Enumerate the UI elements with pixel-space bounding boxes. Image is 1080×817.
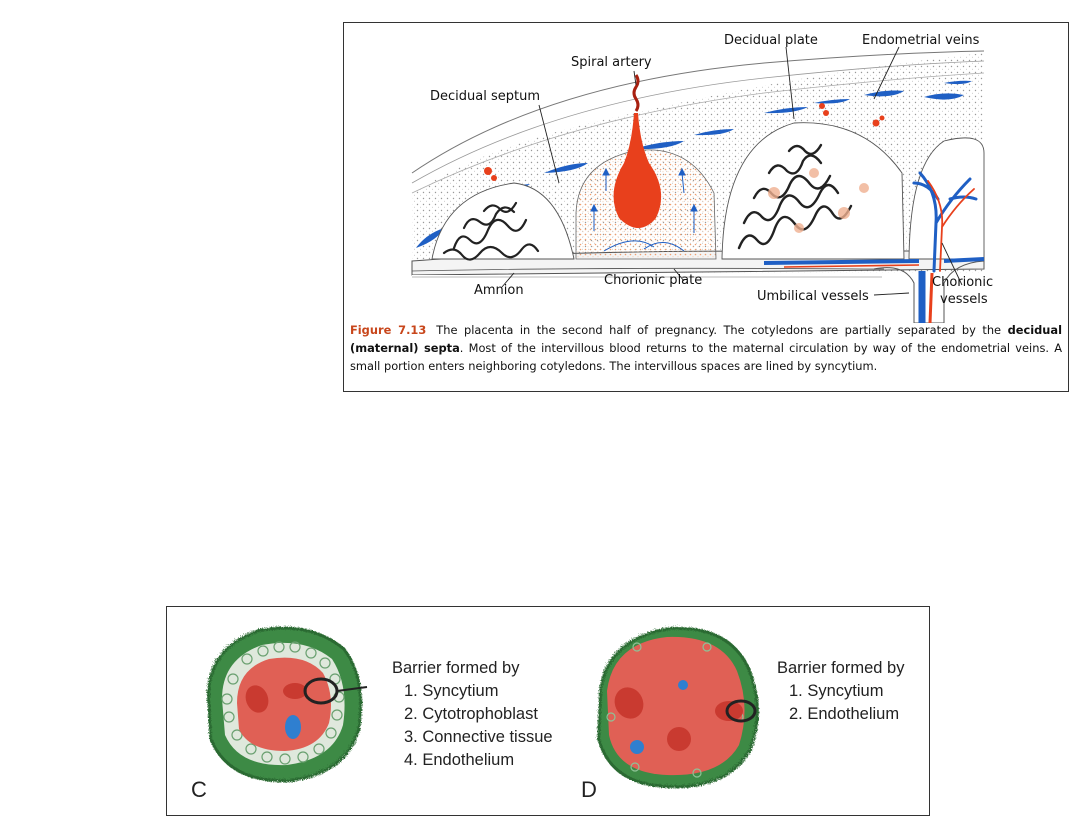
cotyledon-right: [721, 122, 905, 260]
villus-c: [205, 624, 368, 781]
barrier-item-d-2: 2. Endothelium: [789, 705, 900, 723]
panel-letter-d: D: [581, 777, 597, 802]
label-amnion: Amnion: [474, 283, 524, 298]
label-decidual-septum: Decidual septum: [430, 89, 540, 104]
flow-arrows: [590, 167, 698, 252]
umbilical-cord-outline: [873, 260, 985, 323]
umbilical-artery: [928, 272, 934, 323]
barrier-item-c-4: 4. Endothelium: [404, 751, 515, 769]
label-endometrial-veins: Endometrial veins: [862, 33, 980, 48]
panel-letter-c: C: [191, 777, 207, 802]
villus-cross-sections: [205, 624, 757, 787]
label-spiral-artery: Spiral artery: [571, 55, 652, 70]
barrier-title-c: Barrier formed by: [392, 659, 520, 677]
caption-bold1: decidual (maternal) septa: [350, 323, 1062, 355]
barrier-indicator-d: [725, 699, 757, 723]
placenta-illustration: [411, 46, 985, 323]
label-chorionic-vessels-1: Chorionic: [932, 275, 994, 290]
decidual-arteries: [484, 103, 885, 181]
amnion-layer: [412, 275, 882, 279]
barrier-list-d: Barrier formed by 1. Syncytium 2. Endoth…: [777, 657, 904, 726]
barrier-title-d: Barrier formed by: [777, 659, 905, 677]
caption-part1: The placenta in the second half of pregn…: [436, 323, 1002, 337]
barrier-item-c-3: 3. Connective tissue: [404, 728, 553, 746]
barrier-item-c-2: 2. Cytotrophoblast: [404, 705, 538, 723]
caption-part2: . Most of the intervillous blood returns…: [350, 341, 1062, 373]
barrier-list-c: Barrier formed by 1. Syncytium 2. Cytotr…: [392, 657, 553, 772]
myometrium-line: [411, 50, 985, 174]
label-umbilical-vessels: Umbilical vessels: [757, 289, 869, 304]
chorionic-vessels-tree: [912, 171, 978, 273]
villus-d: [595, 625, 757, 787]
label-chorionic-plate: Chorionic plate: [604, 273, 703, 288]
figure-number: Figure 7.13: [350, 323, 427, 337]
label-chorionic-vessels-2: vessels: [940, 292, 988, 307]
figure-caption: Figure 7.13 The placenta in the second ha…: [350, 321, 1062, 375]
leader-lines: [501, 46, 963, 296]
label-decidual-plate: Decidual plate: [724, 33, 818, 48]
barrier-item-d-1: 1. Syncytium: [789, 682, 884, 700]
placenta-figure: Decidual plate Endometrial veins Spiral …: [343, 22, 1069, 392]
barrier-item-c-1: 1. Syncytium: [404, 682, 499, 700]
spiral-artery-jet: [613, 113, 662, 228]
cotyledon-far-right: [908, 137, 985, 260]
villus-barrier-figure: Barrier formed by 1. Syncytium 2. Cytotr…: [166, 606, 930, 816]
